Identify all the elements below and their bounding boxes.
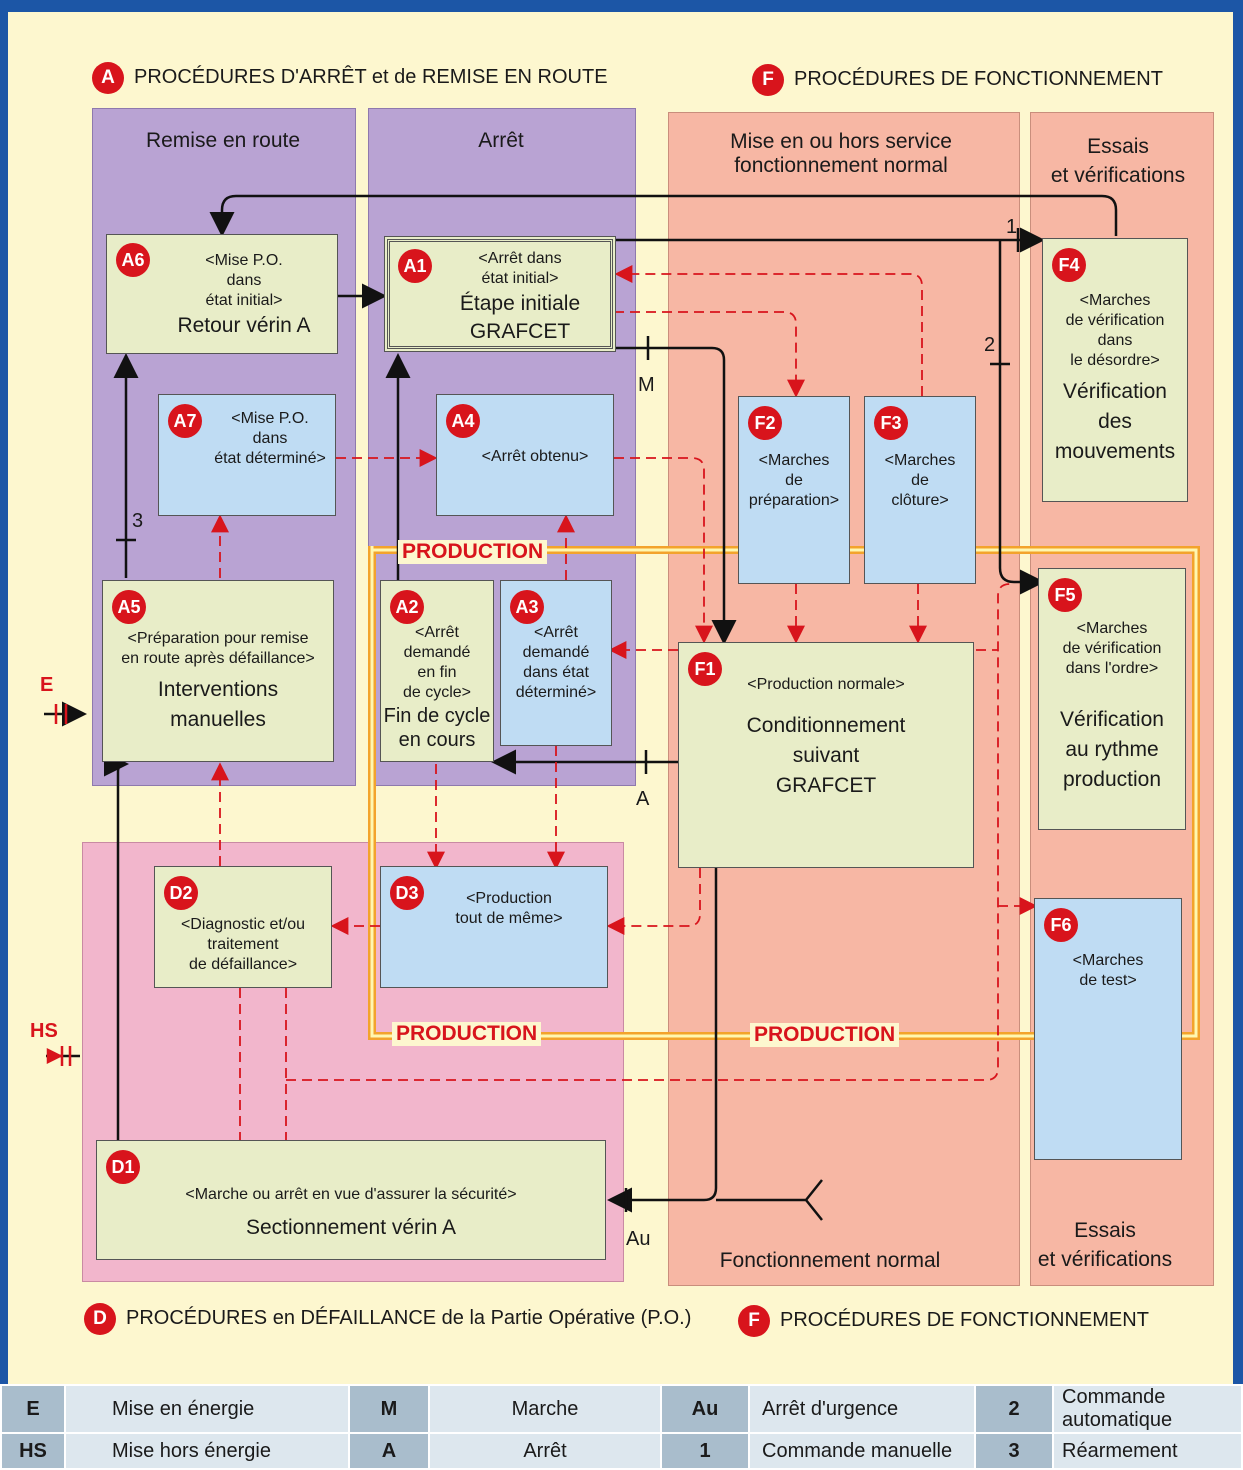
- legend-value: Mise hors énergie: [64, 1432, 350, 1470]
- legend-value: Marche: [428, 1384, 662, 1434]
- legend-table: E Mise en énergie M Marche Au Arrêt d'ur…: [0, 1384, 1243, 1470]
- legend-value: Arrêt: [428, 1432, 662, 1470]
- badge-d1: D1: [106, 1150, 140, 1184]
- legend-value: Commande automatique: [1052, 1384, 1243, 1434]
- link-label-3: 3: [132, 510, 144, 532]
- link-label-2: 2: [984, 334, 996, 356]
- badge-f3: F3: [874, 406, 908, 440]
- badge-f5: F5: [1048, 578, 1082, 612]
- legend-row: HS Mise hors énergie A Arrêt 1 Commande …: [0, 1432, 1243, 1470]
- legend-key: 2: [974, 1384, 1054, 1434]
- legend-value: Mise en énergie: [64, 1384, 350, 1434]
- legend-key: M: [348, 1384, 430, 1434]
- col-title-remise: Remise en route: [145, 129, 301, 152]
- legend-value: Réarmement: [1052, 1432, 1243, 1470]
- badge-a5: A5: [112, 590, 146, 624]
- badge-f1: F1: [688, 652, 722, 686]
- badge-f6: F6: [1044, 908, 1078, 942]
- left-border: [0, 12, 8, 1384]
- legend-key: A: [348, 1432, 430, 1470]
- legend-key: E: [0, 1384, 66, 1434]
- badge-a3: A3: [510, 590, 544, 624]
- production-label: PRODUCTION: [750, 1023, 900, 1047]
- badge-f4: F4: [1052, 248, 1086, 282]
- col-title-fonctionnement-normal: Fonctionnement normal: [719, 1249, 941, 1272]
- badge-f2: F2: [748, 406, 782, 440]
- right-border: [1233, 12, 1243, 1384]
- label-e: E: [40, 674, 54, 696]
- badge-a7: A7: [168, 404, 202, 438]
- badge-a6: A6: [116, 243, 150, 277]
- legend-value: Arrêt d'urgence: [748, 1384, 976, 1434]
- legend-row: E Mise en énergie M Marche Au Arrêt d'ur…: [0, 1384, 1243, 1434]
- badge-a4: A4: [446, 404, 480, 438]
- box-d1: <Marche ou arrêt en vue d'assurer la séc…: [96, 1140, 606, 1260]
- production-label: PRODUCTION: [398, 540, 548, 564]
- production-label: PRODUCTION: [392, 1022, 542, 1046]
- legend-value: Commande manuelle: [748, 1432, 976, 1470]
- legend-key: 1: [660, 1432, 750, 1470]
- link-label-m: M: [638, 374, 655, 396]
- link-label-1: 1: [1006, 216, 1018, 238]
- link-label-a: A: [636, 788, 650, 810]
- badge-a2: A2: [390, 590, 424, 624]
- link-label-au: Au: [626, 1228, 651, 1250]
- badge-a1: A1: [398, 249, 432, 283]
- legend-key: Au: [660, 1384, 750, 1434]
- badge-d2: D2: [164, 876, 198, 910]
- legend-key: 3: [974, 1432, 1054, 1470]
- col-title-arret: Arrêt: [478, 129, 524, 152]
- label-hs: HS: [30, 1020, 58, 1042]
- legend-key: HS: [0, 1432, 66, 1470]
- top-band: [0, 0, 1243, 12]
- badge-d3: D3: [390, 876, 424, 910]
